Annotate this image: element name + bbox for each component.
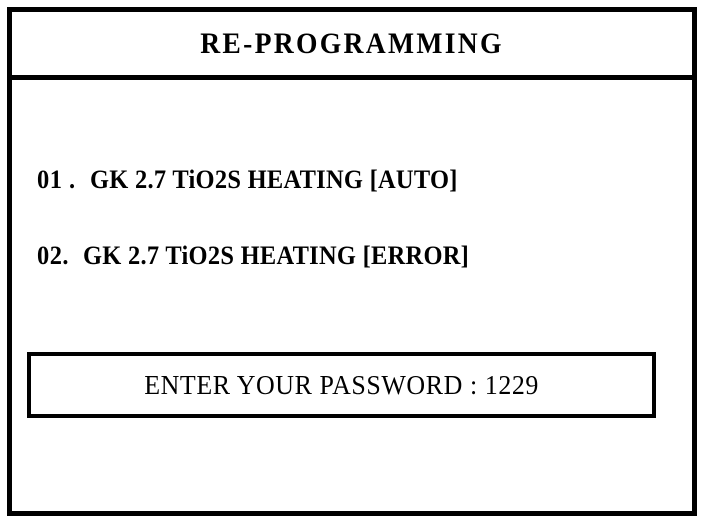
- password-prompt-label: ENTER YOUR PASSWORD : 1229: [144, 369, 539, 400]
- page-title: RE-PROGRAMMING: [200, 26, 504, 60]
- password-input-box[interactable]: ENTER YOUR PASSWORD : 1229: [27, 352, 656, 418]
- dialog-body: 01 . GK 2.7 TiO2S HEATING [AUTO] 02. GK …: [12, 85, 692, 511]
- dialog-title-bar: RE-PROGRAMMING: [12, 12, 692, 80]
- program-label: GK 2.7 TiO2S HEATING [ERROR]: [83, 241, 470, 270]
- list-item[interactable]: 01 . GK 2.7 TiO2S HEATING [AUTO]: [37, 165, 672, 195]
- list-item[interactable]: 02. GK 2.7 TiO2S HEATING [ERROR]: [37, 241, 672, 271]
- reprogramming-dialog: RE-PROGRAMMING 01 . GK 2.7 TiO2S HEATING…: [7, 7, 697, 516]
- program-index: 02.: [37, 241, 69, 270]
- program-index: 01 .: [37, 165, 76, 194]
- program-label: GK 2.7 TiO2S HEATING [AUTO]: [90, 165, 458, 194]
- program-list: 01 . GK 2.7 TiO2S HEATING [AUTO] 02. GK …: [37, 165, 672, 317]
